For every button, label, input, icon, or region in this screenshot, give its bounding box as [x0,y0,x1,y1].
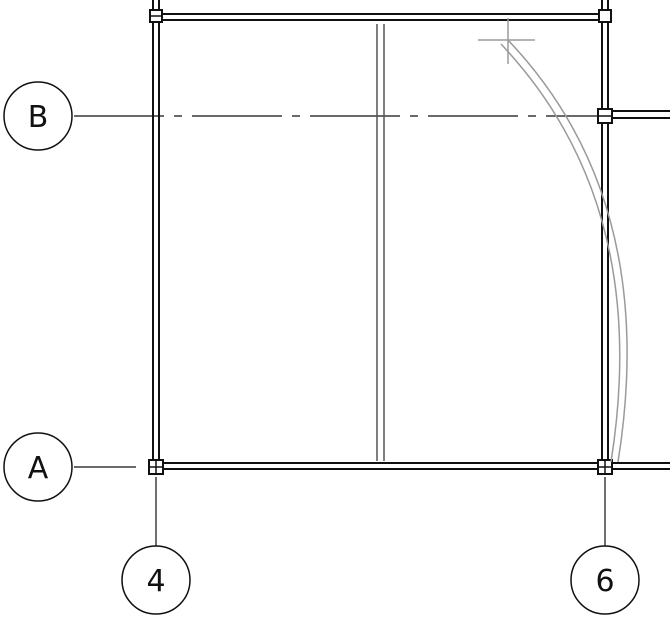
wall-top[interactable] [163,13,600,21]
grid-bubble-b[interactable]: B [3,81,73,151]
column-marker-4-top [149,9,163,23]
grid-bubble-6[interactable]: 6 [570,545,640,615]
curved-wall-sketch[interactable] [500,39,628,463]
wall-bottom[interactable] [163,462,670,470]
column-marker-6-a [597,459,613,475]
grid-bubble-a[interactable]: A [3,432,73,502]
grid-bubble-a-label: A [28,451,49,486]
grid-bubble-4[interactable]: 4 [121,545,191,615]
wall-left[interactable] [152,0,160,460]
column-marker-6-top [598,9,612,23]
wall-interior-partition[interactable] [376,24,385,461]
wall-right[interactable] [601,0,609,460]
grid-bubble-6-label: 6 [595,564,614,599]
grid-bubble-b-label: B [28,100,49,135]
crosshair-cursor-icon [478,18,535,64]
wall-stub-right[interactable] [612,110,670,119]
grid-bubble-4-label: 4 [146,564,165,599]
column-marker-4-a [148,459,164,475]
column-marker-6-b [597,108,613,124]
